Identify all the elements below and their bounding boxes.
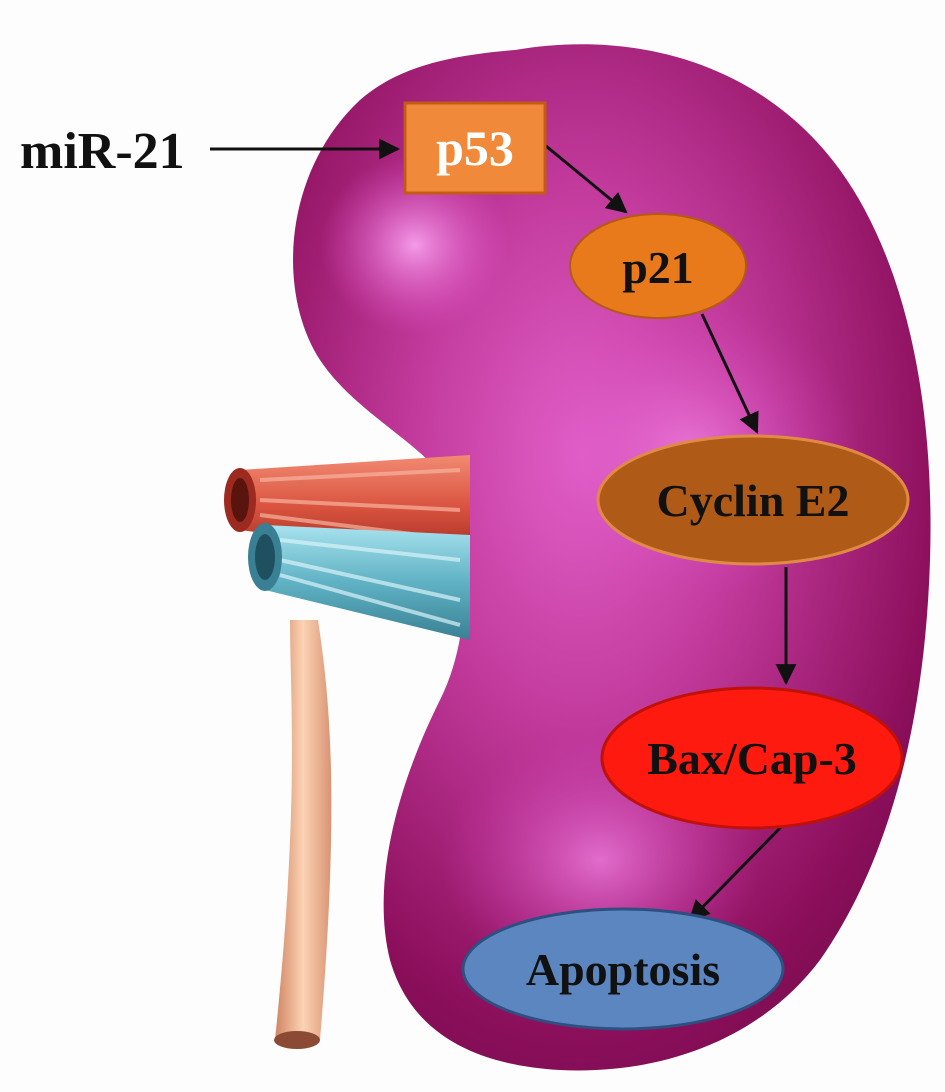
arrow-p53-to-p21 (545, 144, 628, 214)
node-p53: p53 (403, 101, 547, 195)
node-apoptosis: Apoptosis (461, 907, 785, 1031)
node-cyclin-e2-label: Cyclin E2 (657, 475, 850, 526)
mir21-label: miR-21 (20, 123, 185, 180)
node-p53-label: p53 (436, 120, 514, 176)
node-cyclin-e2: Cyclin E2 (596, 434, 910, 566)
node-p21: p21 (569, 213, 747, 319)
node-bax-cap3: Bax/Cap-3 (600, 686, 904, 830)
arrow-bax-to-apoptosis (688, 824, 784, 922)
pathway-arrows (210, 138, 797, 922)
node-p21-label: p21 (622, 242, 694, 293)
arrow-p21-to-cyclin (700, 313, 759, 434)
node-apoptosis-label: Apoptosis (526, 944, 720, 995)
ureter (274, 620, 332, 1049)
renal-vein (248, 523, 470, 640)
node-bax-cap3-label: Bax/Cap-3 (647, 733, 857, 784)
